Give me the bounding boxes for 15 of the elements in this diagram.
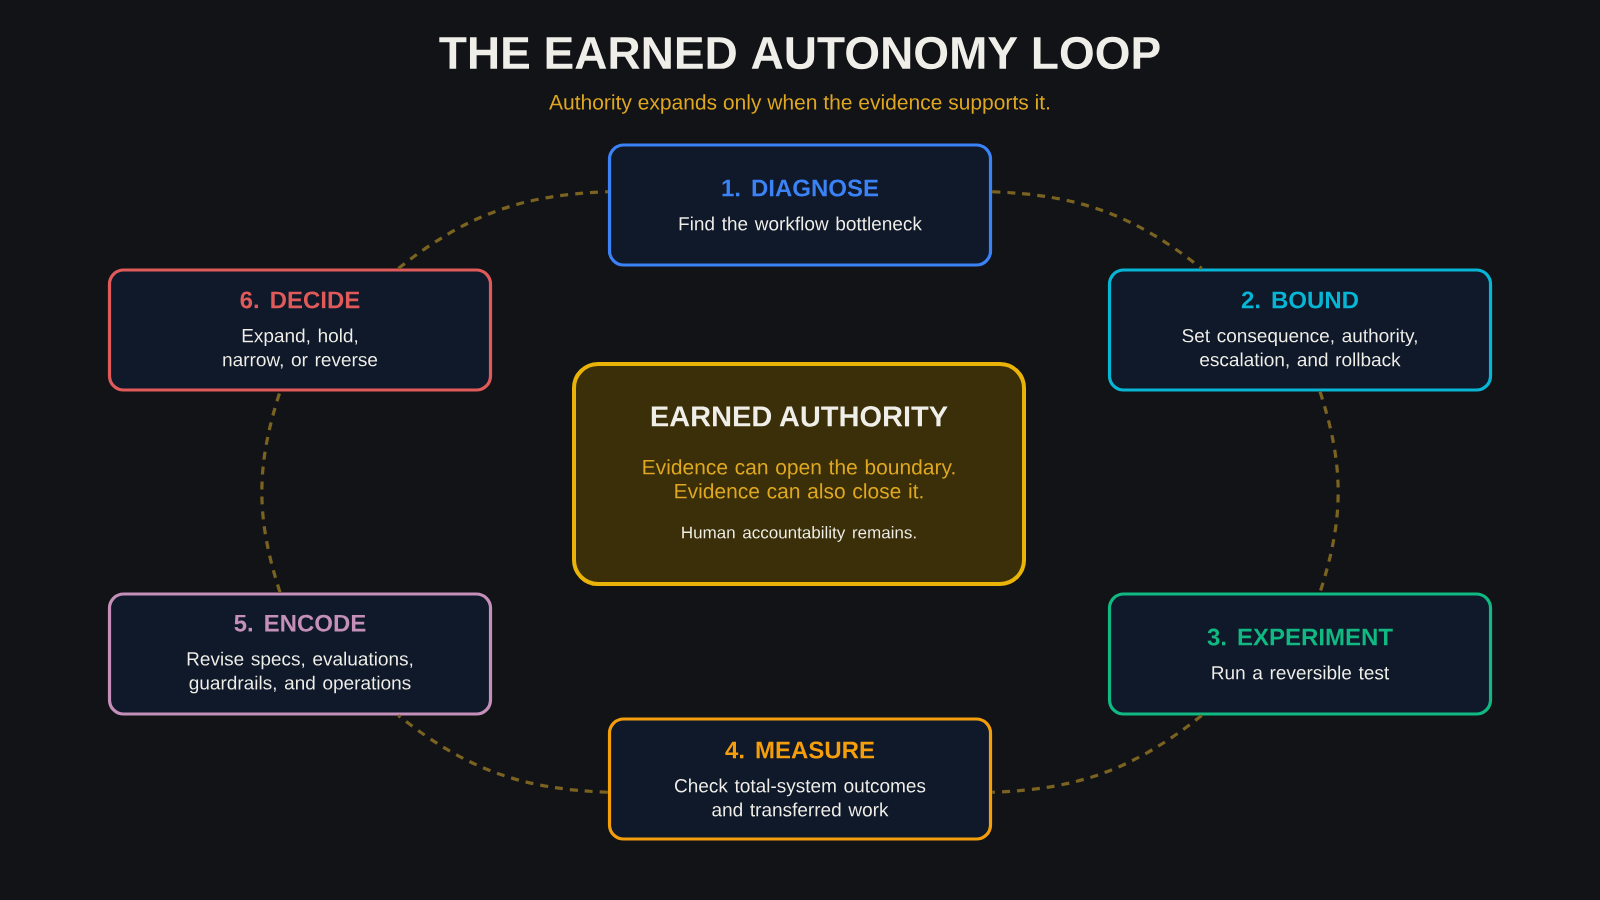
dashed-connector xyxy=(992,714,1203,794)
dashed-connector xyxy=(992,190,1203,270)
title: THE EARNED AUTONOMY LOOP xyxy=(439,36,1160,70)
process-box: 3. EXPERIMENT Run a reversible test xyxy=(1107,592,1493,716)
process-box: 2. BOUND Set consequence, authority, escalation, and rollback xyxy=(1107,268,1493,392)
dashed-connector xyxy=(260,391,282,593)
center-box: EARNED AUTHORITY Evidence can open the boundary. Evidence can also close it. Human accountability remains. xyxy=(572,362,1026,586)
process-box: 1. DIAGNOSE Find the workflow bottleneck xyxy=(607,143,993,267)
dashed-connector xyxy=(397,714,608,794)
process-box: 6. DECIDE Expand, hold, narrow, or reverse xyxy=(107,268,493,392)
dashed-connector xyxy=(1318,391,1340,593)
process-box: 5. ENCODE Revise specs, evaluations, guardrails, and operations xyxy=(107,592,493,716)
subtitle: Authority expands only when the evidence supports it. xyxy=(549,94,1049,114)
dashed-connector xyxy=(397,190,608,270)
process-box: 4. MEASURE Check total-system outcomes and transferred work xyxy=(607,717,993,841)
